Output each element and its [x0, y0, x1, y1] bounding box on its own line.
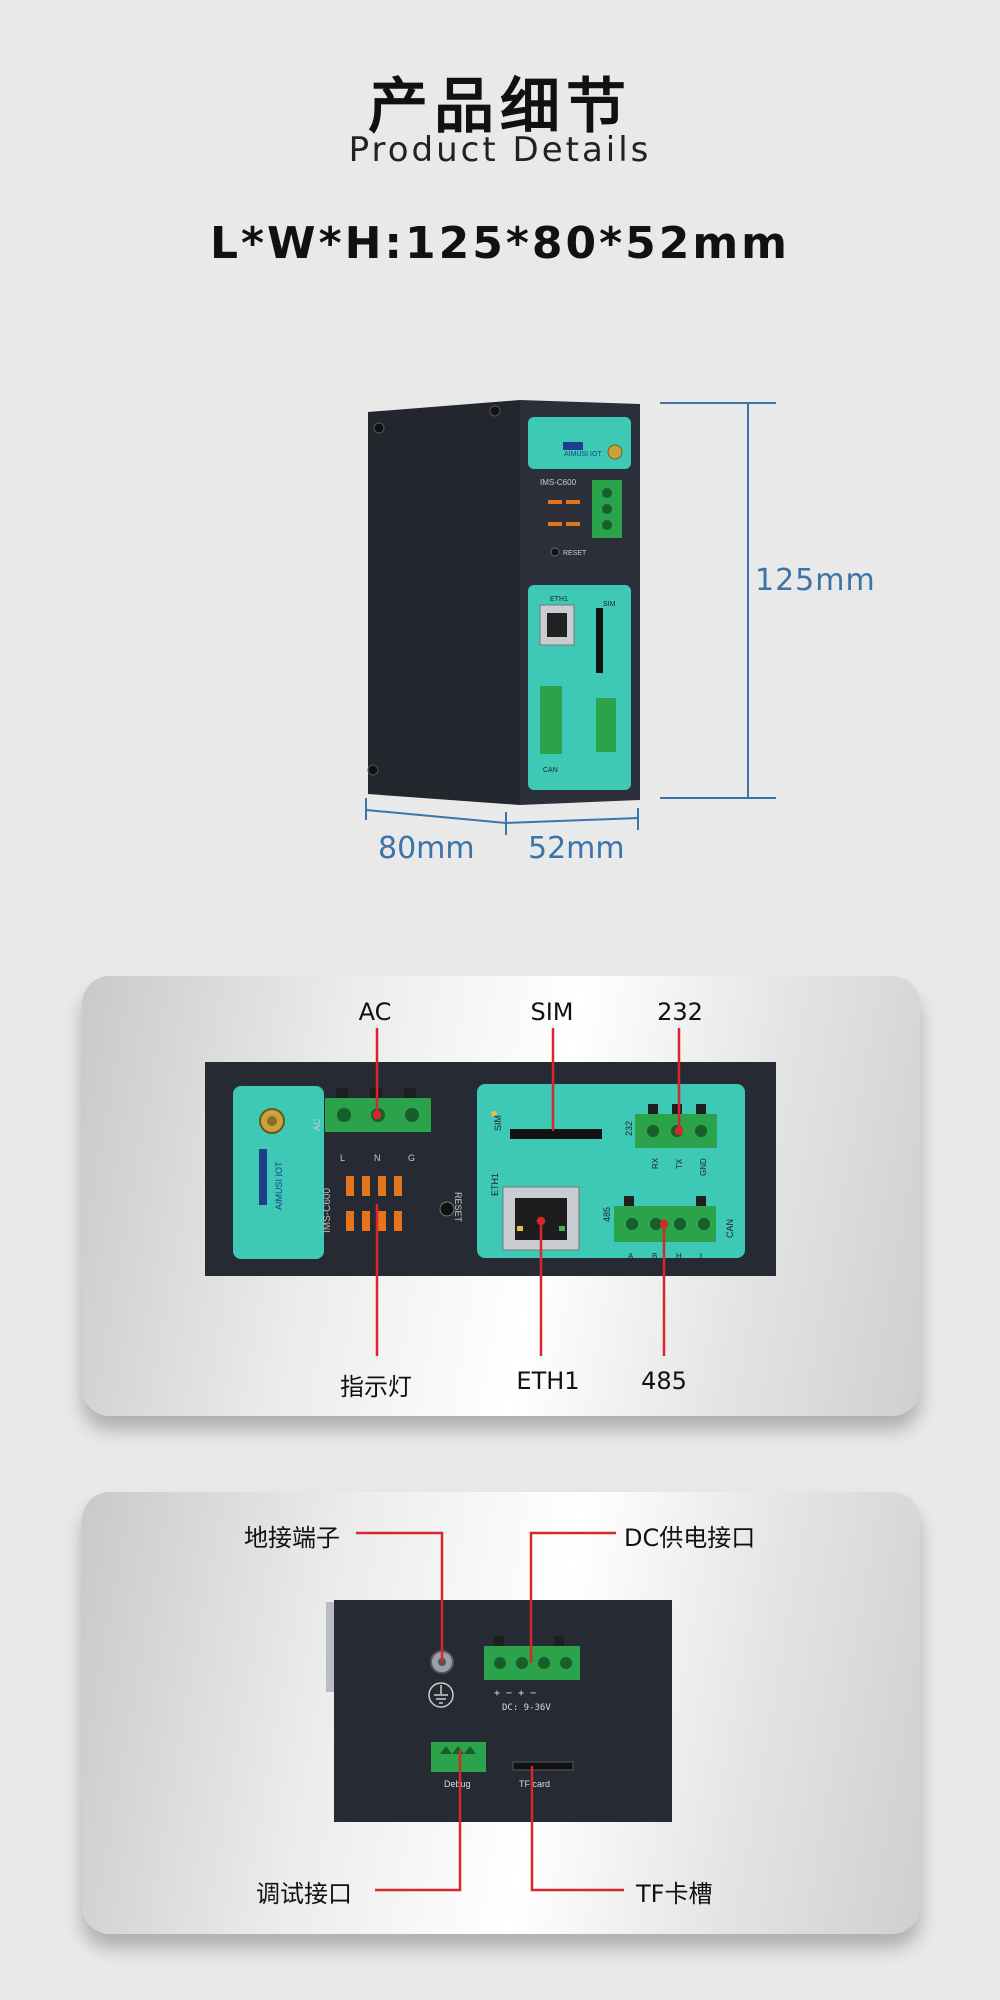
svg-text:N: N	[374, 1153, 381, 1163]
label-ac: AC	[358, 998, 392, 1026]
svg-text:TX: TX	[675, 1158, 684, 1169]
rs485-terminal	[540, 686, 562, 754]
width-dimension-label: 80mm	[378, 831, 475, 866]
svg-text:CAN: CAN	[725, 1219, 735, 1238]
depth-dimension-label: 52mm	[528, 831, 625, 866]
sim-text: SIM	[603, 601, 616, 608]
ground-symbol-icon	[428, 1682, 454, 1708]
page-title: 产品细节	[368, 72, 632, 142]
page-subtitle: Product Details	[348, 130, 652, 170]
reset-text: RESET	[563, 550, 587, 557]
can-text: CAN	[543, 767, 558, 774]
sim-slot	[510, 1129, 602, 1139]
svg-text:B: B	[652, 1252, 657, 1261]
label-eth1: ETH1	[516, 1367, 580, 1395]
svg-text:SIM: SIM	[493, 1115, 503, 1131]
label-ground-terminal: 地接端子	[244, 1524, 340, 1552]
dc-polarity-text: + − + −	[494, 1688, 536, 1699]
product-dimension-view: AIMUSI IOT IMS-C600 RESET ETH1 SIM CAN 1…	[365, 400, 876, 866]
dimensions-text: L*W*H:125*80*52mm	[209, 218, 791, 269]
svg-text:RESET: RESET	[453, 1192, 463, 1223]
svg-text:L: L	[340, 1153, 345, 1163]
reset-button	[439, 1201, 455, 1217]
label-dc-power: DC供电接口	[624, 1524, 756, 1552]
tf-card-text: TF card	[519, 1779, 550, 1789]
label-485: 485	[641, 1367, 687, 1395]
svg-text:485: 485	[602, 1207, 612, 1222]
front-brand-text: AIMUSI IOT	[274, 1161, 284, 1210]
svg-text:232: 232	[624, 1121, 634, 1136]
back-panel-illustration: + − + − DC: 9-36V Debug TF card	[326, 1531, 672, 1892]
svg-text:ETH1: ETH1	[490, 1173, 500, 1196]
rs232-terminal	[596, 698, 616, 752]
label-sim: SIM	[530, 998, 574, 1026]
device-side-face	[368, 400, 520, 805]
dc-range-text: DC: 9-36V	[502, 1703, 551, 1713]
svg-text:AC: AC	[312, 1118, 322, 1131]
svg-text:GND: GND	[699, 1158, 708, 1176]
label-indicator: 指示灯	[340, 1373, 412, 1401]
svg-text:L: L	[700, 1252, 705, 1261]
leader-tf	[530, 1766, 624, 1892]
svg-text:H: H	[676, 1252, 682, 1261]
debug-terminal	[431, 1742, 486, 1772]
label-tf-slot: TF卡槽	[636, 1880, 713, 1908]
label-232: 232	[657, 998, 703, 1026]
sim-slot	[596, 608, 603, 673]
debug-text: Debug	[444, 1779, 471, 1789]
leader-dc	[529, 1531, 616, 1663]
front-model-text: IMS-C600	[322, 1188, 333, 1233]
label-debug-port: 调试接口	[256, 1880, 352, 1908]
leader-debug	[375, 1750, 462, 1892]
leader-ground	[356, 1531, 444, 1662]
svg-text:G: G	[408, 1153, 415, 1163]
height-dimension-label: 125mm	[755, 563, 876, 598]
model-text: IMS-C600	[540, 478, 577, 487]
indicator-leds	[346, 1176, 402, 1231]
brand-text: AIMUSI IOT	[564, 451, 602, 458]
tf-card-slot	[512, 1761, 574, 1771]
eth-text: ETH1	[550, 596, 568, 603]
svg-text:RX: RX	[651, 1157, 660, 1169]
svg-text:A: A	[628, 1252, 634, 1261]
front-left-panel	[233, 1086, 324, 1259]
front-panel-illustration: AIMUSI IOT IMS-C600 AC L N G RESET SIM E…	[205, 1028, 776, 1356]
antenna-connector	[607, 444, 623, 460]
